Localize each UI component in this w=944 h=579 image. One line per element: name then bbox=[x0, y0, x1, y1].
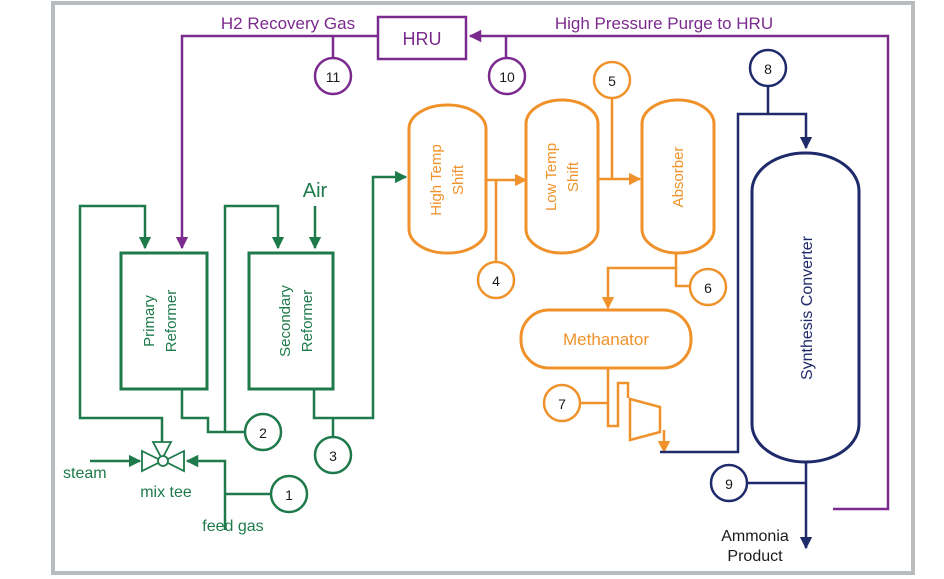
hp-purge-label: High Pressure Purge to HRU bbox=[555, 14, 773, 33]
synthesis-converter bbox=[750, 151, 861, 464]
svg-text:6: 6 bbox=[704, 280, 712, 296]
low-temp-shift bbox=[524, 98, 600, 255]
feed-gas-label: feed gas bbox=[202, 518, 263, 535]
svg-text:8: 8 bbox=[764, 61, 772, 77]
synthesis-converter-label: Synthesis Converter bbox=[799, 235, 816, 380]
stream-11-marker: 11 bbox=[313, 56, 353, 96]
hts-label-2: Shift bbox=[450, 164, 467, 195]
diagram-frame bbox=[51, 1, 915, 575]
reforming-lines bbox=[78, 170, 408, 530]
mix-tee-valve-icon bbox=[141, 441, 185, 473]
steam-label: steam bbox=[63, 465, 107, 482]
svg-text:11: 11 bbox=[326, 69, 341, 85]
lts-label-2: Shift bbox=[565, 161, 582, 192]
product-label: Product bbox=[727, 548, 783, 565]
svg-text:2: 2 bbox=[259, 425, 267, 441]
high-temp-shift bbox=[407, 103, 488, 255]
lts-label-1: Low Temp bbox=[543, 143, 560, 211]
hts-label-1: High Temp bbox=[428, 144, 445, 215]
stream-6-marker: 6 bbox=[688, 267, 728, 307]
svg-text:10: 10 bbox=[499, 69, 515, 85]
svg-text:5: 5 bbox=[608, 73, 616, 89]
stream-10-marker: 10 bbox=[487, 56, 527, 96]
air-label: Air bbox=[303, 180, 328, 202]
svg-text:3: 3 bbox=[329, 448, 337, 464]
h2-recovery-line bbox=[175, 34, 378, 250]
svg-text:9: 9 bbox=[725, 476, 733, 492]
stream-3-marker: 3 bbox=[313, 418, 353, 475]
hru-box bbox=[376, 15, 468, 61]
ammonia-label: Ammonia bbox=[721, 528, 789, 545]
stream-8-marker: 8 bbox=[748, 48, 788, 88]
methanator bbox=[519, 308, 693, 370]
primary-reformer bbox=[119, 251, 209, 391]
primary-reformer-label-1: Primary bbox=[141, 295, 158, 347]
stream-9-marker: 9 bbox=[709, 463, 749, 503]
secondary-reformer bbox=[247, 251, 335, 391]
hru-loop bbox=[175, 29, 890, 511]
absorber bbox=[640, 98, 716, 255]
stream-5-marker: 5 bbox=[592, 60, 632, 100]
stream-7-marker: 7 bbox=[542, 383, 582, 423]
synthesis-lines bbox=[660, 87, 813, 550]
h2-recovery-label: H2 Recovery Gas bbox=[221, 14, 355, 33]
mix-tee-label: mix tee bbox=[140, 484, 192, 501]
svg-text:4: 4 bbox=[492, 273, 500, 289]
stream-2-marker: 2 bbox=[225, 412, 283, 452]
methanator-label: Methanator bbox=[563, 330, 649, 349]
primary-reformer-label-2: Reformer bbox=[163, 290, 180, 353]
hp-purge-line bbox=[468, 29, 890, 511]
svg-text:1: 1 bbox=[285, 487, 293, 503]
stream-1-marker: 1 bbox=[269, 474, 309, 514]
secondary-reformer-label-1: Secondary bbox=[277, 285, 294, 357]
compressor-icon bbox=[628, 397, 662, 442]
hru-label: HRU bbox=[403, 29, 442, 49]
absorber-label: Absorber bbox=[670, 147, 687, 208]
svg-text:7: 7 bbox=[558, 396, 566, 412]
stream-4-marker: 4 bbox=[476, 260, 516, 300]
secondary-reformer-label-2: Reformer bbox=[299, 290, 316, 353]
